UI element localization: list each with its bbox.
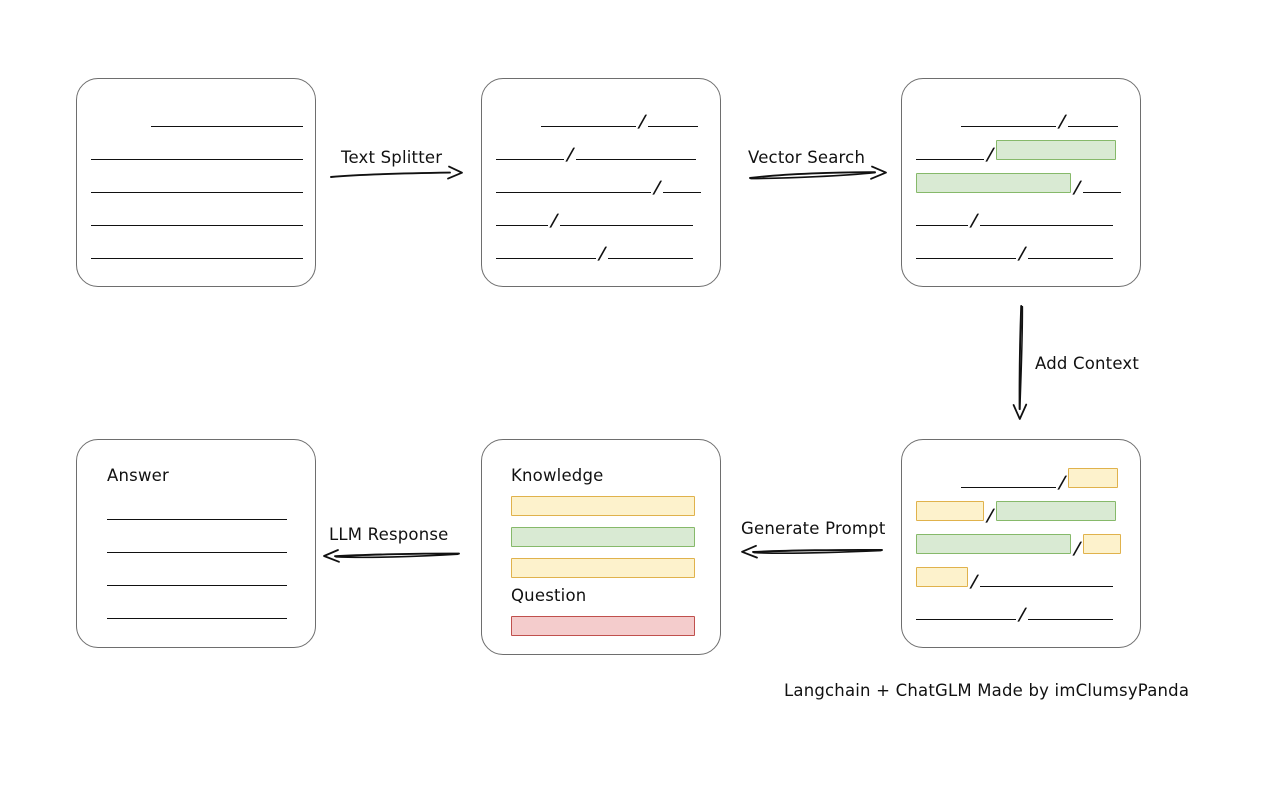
text-line-segment <box>496 158 564 160</box>
text-line-segment <box>91 158 303 160</box>
text-line-segment <box>1028 618 1114 620</box>
answer-lines <box>77 440 315 647</box>
context-document-lines: ///// <box>902 440 1140 647</box>
edge-label-add-context: Add Context <box>1035 354 1140 373</box>
text-line-segment <box>608 257 694 259</box>
source-document-lines <box>77 79 315 286</box>
highlighted-chunk-yellow <box>916 501 984 521</box>
text-line-segment <box>107 584 287 586</box>
text-line-segment <box>496 224 548 226</box>
highlighted-chunk-green <box>916 534 1071 554</box>
text-line-segment <box>916 158 984 160</box>
text-line-segment <box>107 551 287 553</box>
text-line-segment <box>663 191 702 193</box>
text-line-segment <box>560 224 694 226</box>
edge-generate-prompt <box>739 543 884 563</box>
text-line-segment <box>151 125 303 127</box>
text-line-segment <box>1083 191 1122 193</box>
text-line-segment <box>576 158 697 160</box>
edge-llm-response <box>321 547 461 567</box>
text-line-segment <box>496 191 651 193</box>
highlighted-chunk-yellow <box>1068 468 1119 488</box>
text-line-segment <box>961 125 1056 127</box>
text-line-segment <box>1068 125 1119 127</box>
text-line-segment <box>91 257 303 259</box>
knowledge-label: Knowledge <box>511 466 604 485</box>
knowledge-bar-1 <box>511 496 695 516</box>
edge-label-generate-prompt: Generate Prompt <box>741 519 886 538</box>
matched-document-lines: ///// <box>902 79 1140 286</box>
node-matched-document[interactable]: ///// <box>901 78 1141 287</box>
edge-add-context <box>1012 305 1034 421</box>
split-document-lines: ///// <box>482 79 720 286</box>
highlighted-chunk-yellow <box>916 567 968 587</box>
edge-label-vector-search: Vector Search <box>748 148 866 167</box>
answer-label: Answer <box>107 466 169 485</box>
text-line-segment <box>916 618 1016 620</box>
node-context-document[interactable]: ///// <box>901 439 1141 648</box>
text-line-segment <box>496 257 596 259</box>
highlighted-chunk-yellow <box>1083 534 1122 554</box>
highlighted-chunk-green <box>996 140 1117 160</box>
highlighted-chunk-green <box>916 173 1071 193</box>
diagram-caption: Langchain + ChatGLM Made by imClumsyPand… <box>784 681 1190 700</box>
node-answer[interactable]: Answer <box>76 439 316 648</box>
text-line-segment <box>107 518 287 520</box>
text-line-segment <box>916 224 968 226</box>
edge-text-splitter <box>330 165 465 184</box>
question-label: Question <box>511 586 587 605</box>
text-line-segment <box>91 191 303 193</box>
knowledge-bar-2 <box>511 527 695 547</box>
edge-label-llm-response: LLM Response <box>329 525 449 544</box>
node-split-document[interactable]: ///// <box>481 78 721 287</box>
text-line-segment <box>107 617 287 619</box>
text-line-segment <box>541 125 636 127</box>
text-line-segment <box>91 224 303 226</box>
text-line-segment <box>1028 257 1114 259</box>
text-line-segment <box>916 257 1016 259</box>
text-line-segment <box>961 486 1056 488</box>
edge-vector-search <box>749 165 889 186</box>
highlighted-chunk-green <box>996 501 1117 521</box>
node-source-document[interactable] <box>76 78 316 287</box>
question-bar-1 <box>511 616 695 636</box>
knowledge-bar-3 <box>511 558 695 578</box>
text-line-segment <box>648 125 699 127</box>
node-prompt[interactable]: Knowledge Question <box>481 439 721 655</box>
text-line-segment <box>980 585 1114 587</box>
edge-label-text-splitter: Text Splitter <box>341 148 443 167</box>
text-line-segment <box>980 224 1114 226</box>
